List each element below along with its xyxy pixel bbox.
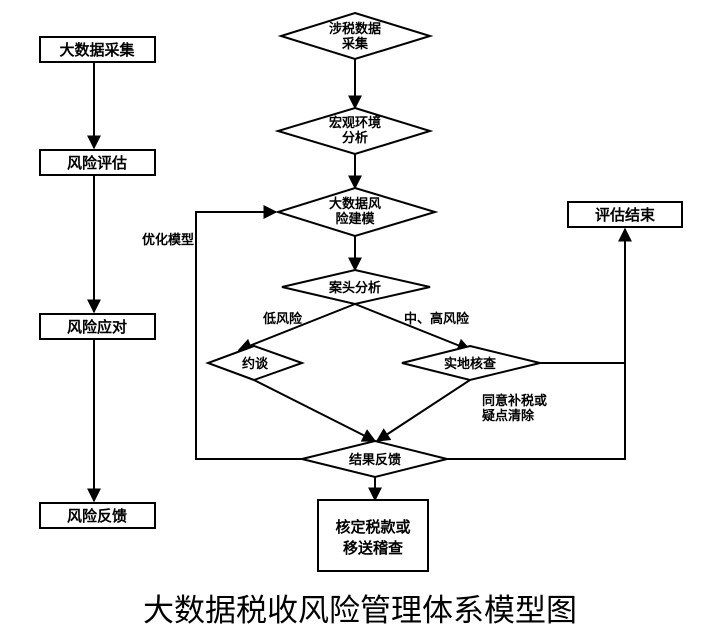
node-field-inspection-label: 实地核查 [444,356,497,372]
left-step-assess-label: 风险评估 [67,154,127,172]
edge-label-mid-high-risk: 中、高风险 [404,311,470,327]
node-tax-determination-line1: 核定税款或 [335,518,410,536]
left-step-respond: 风险应对 [39,313,156,340]
left-step-collect: 大数据采集 [39,36,156,63]
arrow-desk-to-interview [237,303,356,352]
left-step-collect-label: 大数据采集 [59,41,135,59]
node-interview: 约谈 [205,344,305,382]
node-data-collection: 涉税数据 采集 [277,11,434,61]
left-step-feedback: 风险反馈 [39,502,156,529]
node-risk-modeling-line1: 大数据风 [329,196,381,212]
line-feedback-to-end [447,363,626,460]
node-macro-analysis: 宏观环境 分析 [274,106,434,156]
node-macro-analysis-line2: 分析 [342,130,368,146]
node-desk-analysis: 案头分析 [281,268,431,306]
node-result-feedback-label: 结果反馈 [349,452,401,468]
diagram-title: 大数据税收风险管理体系模型图 [143,593,577,629]
node-macro-analysis-line1: 宏观环境 [329,115,381,131]
edge-label-agree-line1: 同意补税或 [482,393,547,409]
node-field-inspection: 实地核查 [401,344,541,382]
left-step-feedback-label: 风险反馈 [67,507,127,525]
node-evaluation-end-label: 评估结束 [595,206,656,224]
node-risk-modeling-line2: 险建模 [335,211,375,227]
node-result-feedback: 结果反馈 [301,439,448,479]
left-step-assess: 风险评估 [39,149,156,176]
node-tax-determination: 核定税款或 移送稽查 [317,499,429,572]
edge-label-low-risk: 低风险 [262,311,303,327]
node-tax-determination-line2: 移送稽查 [343,539,404,557]
node-desk-analysis-label: 案头分析 [328,280,381,296]
left-step-respond-label: 风险应对 [67,318,127,336]
node-evaluation-end: 评估结束 [567,201,683,228]
node-risk-modeling: 大数据风 险建模 [274,186,439,238]
edge-label-agree-line2: 疑点清除 [482,408,535,424]
arrow-desk-to-inspect [354,303,472,352]
node-interview-label: 约谈 [242,356,269,372]
node-data-collection-line1: 涉税数据 [329,21,381,37]
arrow-inspect-to-feedback [375,379,471,442]
arrow-optimize-loop [195,205,302,460]
edge-label-optimize-model: 优化模型 [142,232,194,248]
arrow-inspect-to-end [540,227,632,364]
node-data-collection-line2: 采集 [341,36,369,52]
arrow-interview-to-feedback [253,379,377,442]
